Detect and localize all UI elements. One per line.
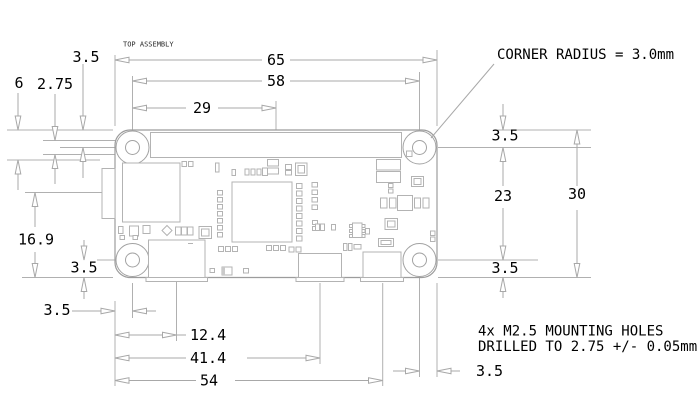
labels: TOP ASSEMBLY 65 58 29 3.5 6 2.75 16.9 3.… bbox=[14, 41, 697, 390]
dim-hdmi-center: 12.4 bbox=[190, 326, 226, 344]
dim-board-width: 65 bbox=[267, 51, 285, 69]
mounting-hole-bottom-left bbox=[115, 243, 150, 277]
dim-hole-offset-top-left: 3.5 bbox=[72, 48, 99, 66]
dim-hole-offset-top-right: 3.5 bbox=[491, 127, 518, 145]
gpio-header bbox=[150, 132, 402, 158]
mounting-hole-top-right bbox=[402, 130, 437, 165]
dim-hole-spacing-y: 23 bbox=[494, 187, 512, 205]
top-assembly-label: TOP ASSEMBLY bbox=[123, 41, 174, 49]
corner-radius-leader bbox=[430, 63, 495, 139]
usb-otg-connector bbox=[295, 253, 345, 282]
hdmi-connector bbox=[145, 239, 208, 282]
dimension-lines bbox=[14, 56, 581, 384]
dim-hole-offset-left: 3.5 bbox=[43, 301, 70, 319]
corner-radius-note: CORNER RADIUS = 3.0mm bbox=[497, 47, 674, 63]
smd-components bbox=[118, 150, 436, 276]
usb-power-connector bbox=[360, 251, 404, 282]
dim-hole-offset-bottom-right: 3.5 bbox=[491, 259, 518, 277]
mounting-hole-bottom-right bbox=[402, 243, 437, 277]
dim-hole-offset-bottom-left: 3.5 bbox=[70, 259, 97, 277]
dim-sd-center-height: 16.9 bbox=[18, 231, 54, 249]
soc-chip bbox=[231, 181, 293, 243]
mounting-hole-top-left bbox=[115, 130, 150, 165]
dim-hole-diameter: 2.75 bbox=[37, 75, 73, 93]
pcb-board bbox=[101, 129, 438, 282]
mounting-holes-note-line1: 4x M2.5 MOUNTING HOLES bbox=[478, 324, 663, 340]
dim-hole-offset-right: 3.5 bbox=[476, 362, 503, 380]
dim-usb-pwr-center: 54 bbox=[200, 372, 218, 390]
dim-pad-diameter: 6 bbox=[14, 74, 23, 92]
sd-card-slot bbox=[101, 162, 181, 223]
dim-usb-otg-center: 41.4 bbox=[190, 349, 226, 367]
dim-hole-to-center: 29 bbox=[193, 99, 211, 117]
dim-board-height: 30 bbox=[568, 185, 586, 203]
dim-hole-spacing-x: 58 bbox=[267, 72, 285, 90]
mounting-holes-note-line2: DRILLED TO 2.75 +/- 0.05mm bbox=[478, 339, 697, 355]
